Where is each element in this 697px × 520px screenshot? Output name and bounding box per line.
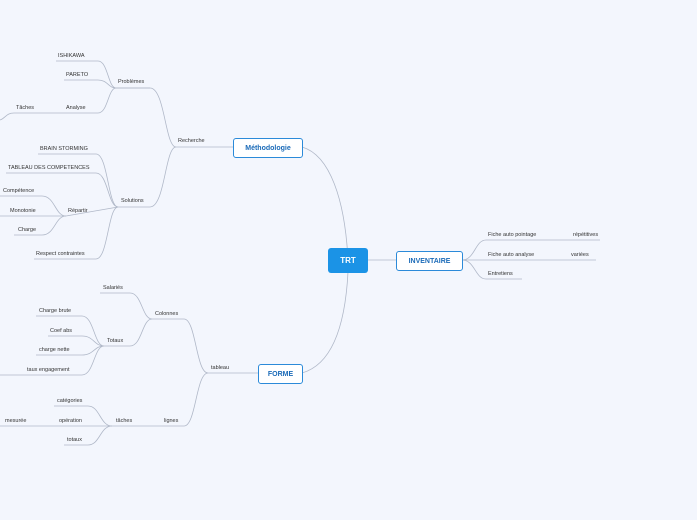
link-recherche-problemes: [116, 87, 177, 148]
link-colonnes-totaux: [104, 318, 153, 347]
link-tableau-lignes: [162, 372, 209, 427]
node-taux-engagement[interactable]: taux engagement: [27, 367, 70, 373]
node-solutions[interactable]: Solutions: [121, 198, 144, 204]
node-brainstorming[interactable]: BRAIN STORMING: [40, 146, 88, 152]
node-methodologie-label: Méthodologie: [245, 144, 291, 152]
node-totaux[interactable]: Totaux: [107, 338, 124, 344]
node-inventaire[interactable]: INVENTAIRE: [396, 251, 463, 271]
node-taches-b[interactable]: tâches: [116, 418, 133, 424]
node-recherche[interactable]: Recherche: [178, 138, 205, 144]
link-root-forme: [301, 271, 349, 374]
link-taches-totaux: [64, 425, 113, 446]
link-repartir-competence: [0, 195, 67, 217]
link-colonnes-salaries: [100, 292, 153, 320]
node-coef-abs[interactable]: Coef abs: [50, 328, 73, 334]
node-repartir[interactable]: Répartir: [68, 208, 88, 214]
node-inventaire-label: INVENTAIRE: [408, 257, 451, 265]
link-inventaire-entretiens: [461, 259, 522, 280]
link-analyse-taches: [0, 112, 64, 121]
node-fiche-pointage[interactable]: Fiche auto pointage: [488, 232, 537, 238]
link-totaux-chargenette: [36, 345, 105, 356]
node-colonnes[interactable]: Colonnes: [155, 311, 179, 317]
node-methodologie[interactable]: Méthodologie: [233, 138, 303, 158]
node-forme[interactable]: FORME: [258, 364, 303, 384]
link-repartir-charge: [14, 215, 67, 236]
node-lignes[interactable]: lignes: [164, 418, 179, 424]
node-monotonie[interactable]: Monotonie: [10, 208, 36, 214]
node-totaux2[interactable]: totaux: [67, 437, 82, 443]
node-forme-label: FORME: [267, 370, 294, 378]
link-solutions-tableau: [6, 172, 119, 208]
node-tableau-competences[interactable]: TABLEAU DES COMPETENCES: [8, 165, 90, 171]
link-taches-categories: [54, 405, 113, 427]
node-pareto[interactable]: PARETO: [66, 72, 89, 78]
node-problemes[interactable]: Problèmes: [118, 79, 145, 85]
node-analyse[interactable]: Analyse: [66, 105, 86, 111]
node-fiche-analyse[interactable]: Fiche auto analyse: [488, 252, 535, 258]
node-mesuree[interactable]: mesurée: [5, 418, 27, 424]
node-competence[interactable]: Compétence: [3, 188, 35, 194]
node-charge[interactable]: Charge: [18, 227, 37, 233]
node-ishikawa[interactable]: ISHIKAWA: [58, 53, 85, 59]
link-totaux-coefabs: [48, 335, 105, 347]
node-charge-nette[interactable]: charge nette: [39, 347, 70, 353]
node-taches-a[interactable]: Tâches: [16, 105, 35, 111]
link-solutions-brainstorm: [38, 153, 119, 208]
node-variees[interactable]: variées: [571, 252, 589, 258]
link-recherche-solutions: [118, 146, 177, 208]
link-totaux-chargebrute: [36, 315, 105, 347]
node-categories[interactable]: catégories: [57, 398, 83, 404]
link-solutions-repartir: [65, 206, 119, 217]
root-label: TRT: [340, 256, 356, 265]
node-charge-brute[interactable]: Charge brute: [39, 308, 72, 314]
link-totaux-tauxeng: [0, 345, 105, 376]
link-problemes-analyse: [64, 87, 117, 114]
link-tableau-colonnes: [152, 318, 209, 374]
node-operation[interactable]: opération: [59, 418, 82, 424]
node-salaries[interactable]: Salariés: [103, 285, 123, 291]
node-repetitives[interactable]: répétitives: [573, 232, 599, 238]
link-problemes-ishikawa: [56, 60, 117, 89]
link-inventaire-pointage: [461, 239, 600, 261]
link-problemes-pareto: [64, 79, 117, 89]
link-solutions-respect: [34, 206, 119, 260]
node-tableau[interactable]: tableau: [211, 365, 230, 371]
node-respect[interactable]: Respect contraintes: [36, 251, 85, 257]
node-entretiens[interactable]: Entretiens: [488, 271, 513, 277]
root-node[interactable]: TRT: [328, 248, 368, 273]
link-root-methodologie: [301, 146, 349, 261]
